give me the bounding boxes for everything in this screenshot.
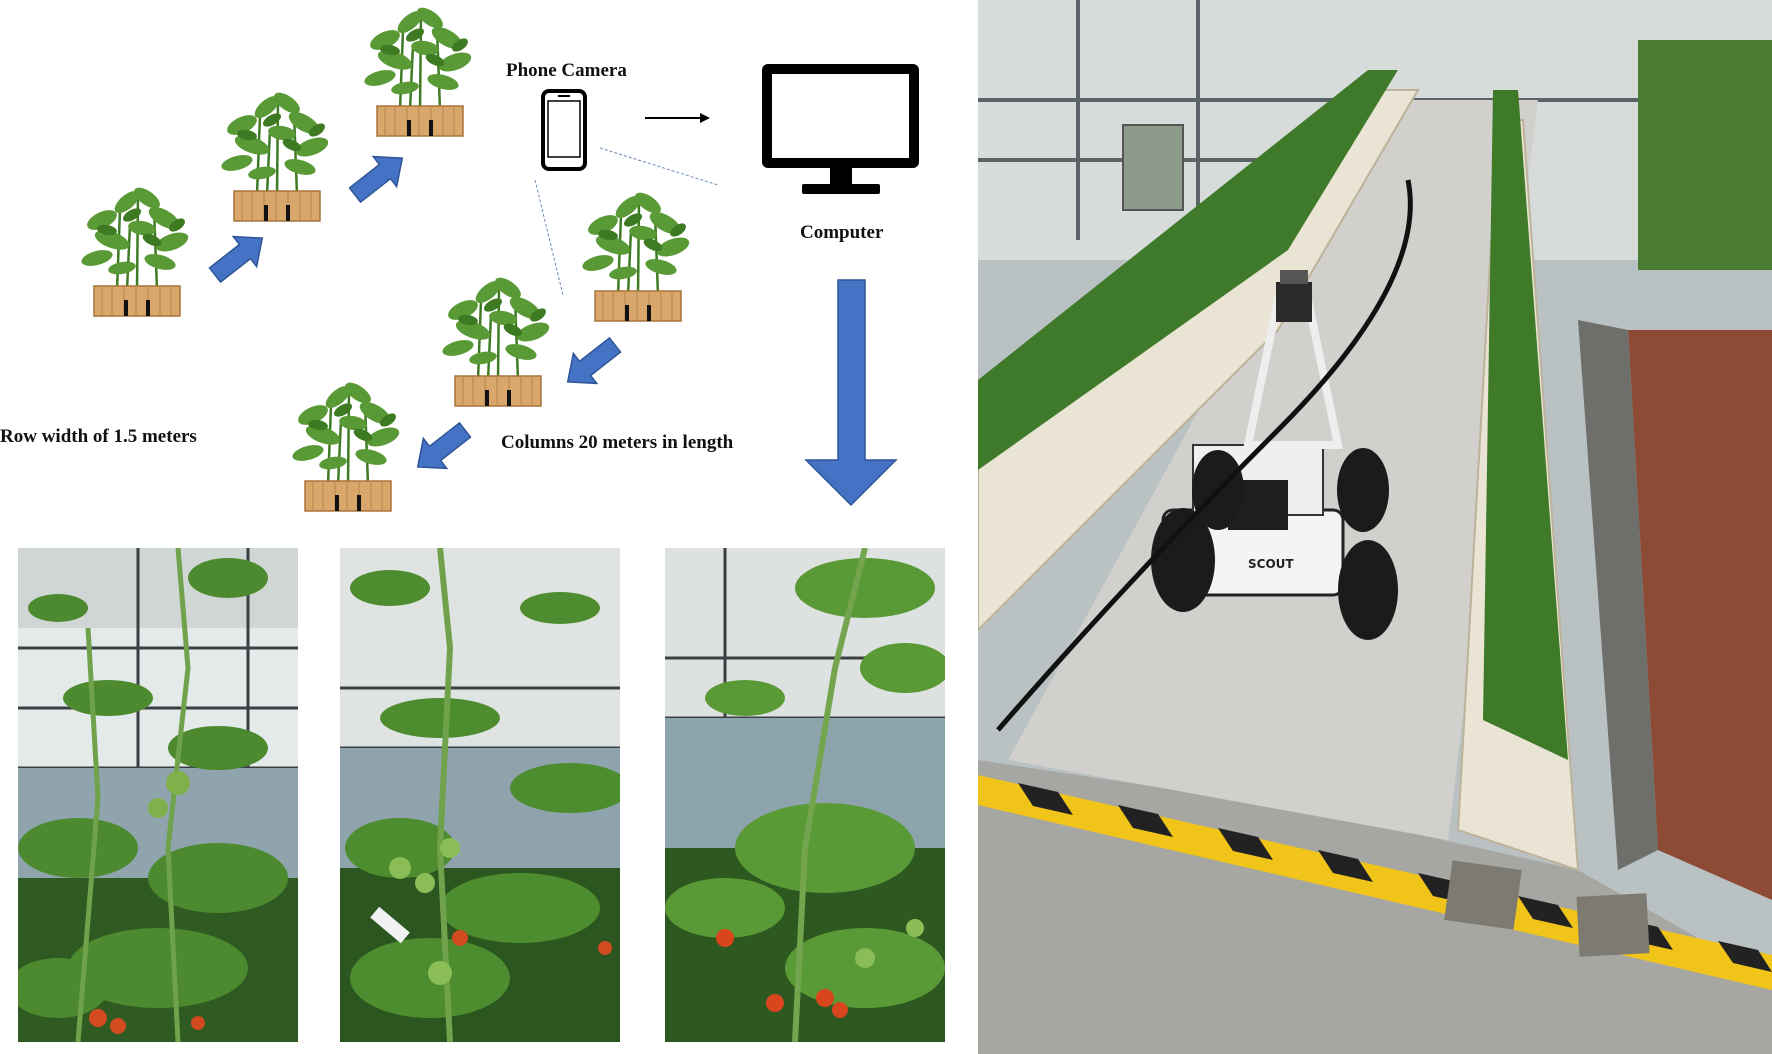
- phone-camera-label: Phone Camera: [506, 60, 627, 81]
- robot-brand-text: SCOUT: [1248, 557, 1294, 571]
- columns-length-label: Columns 20 meters in length: [501, 432, 734, 453]
- tomato-plant-photo-2: [340, 548, 620, 1042]
- computer-label: Computer: [800, 222, 884, 243]
- tomato-plant-photo-3: [665, 548, 945, 1042]
- row-width-label: Row width of 1.5 meters: [0, 426, 197, 447]
- greenhouse-robot-photo: SCOUT: [978, 0, 1772, 1054]
- computer-monitor-icon: [762, 64, 919, 194]
- arrow-up-1: [202, 222, 275, 291]
- arrow-down-1: [555, 329, 628, 398]
- tomato-plant-photo-1: [18, 548, 298, 1042]
- arrow-down-2: [405, 414, 478, 483]
- arrow-up-2: [342, 142, 415, 211]
- diagram-arrows: [202, 113, 898, 507]
- phone-icon: [541, 89, 587, 171]
